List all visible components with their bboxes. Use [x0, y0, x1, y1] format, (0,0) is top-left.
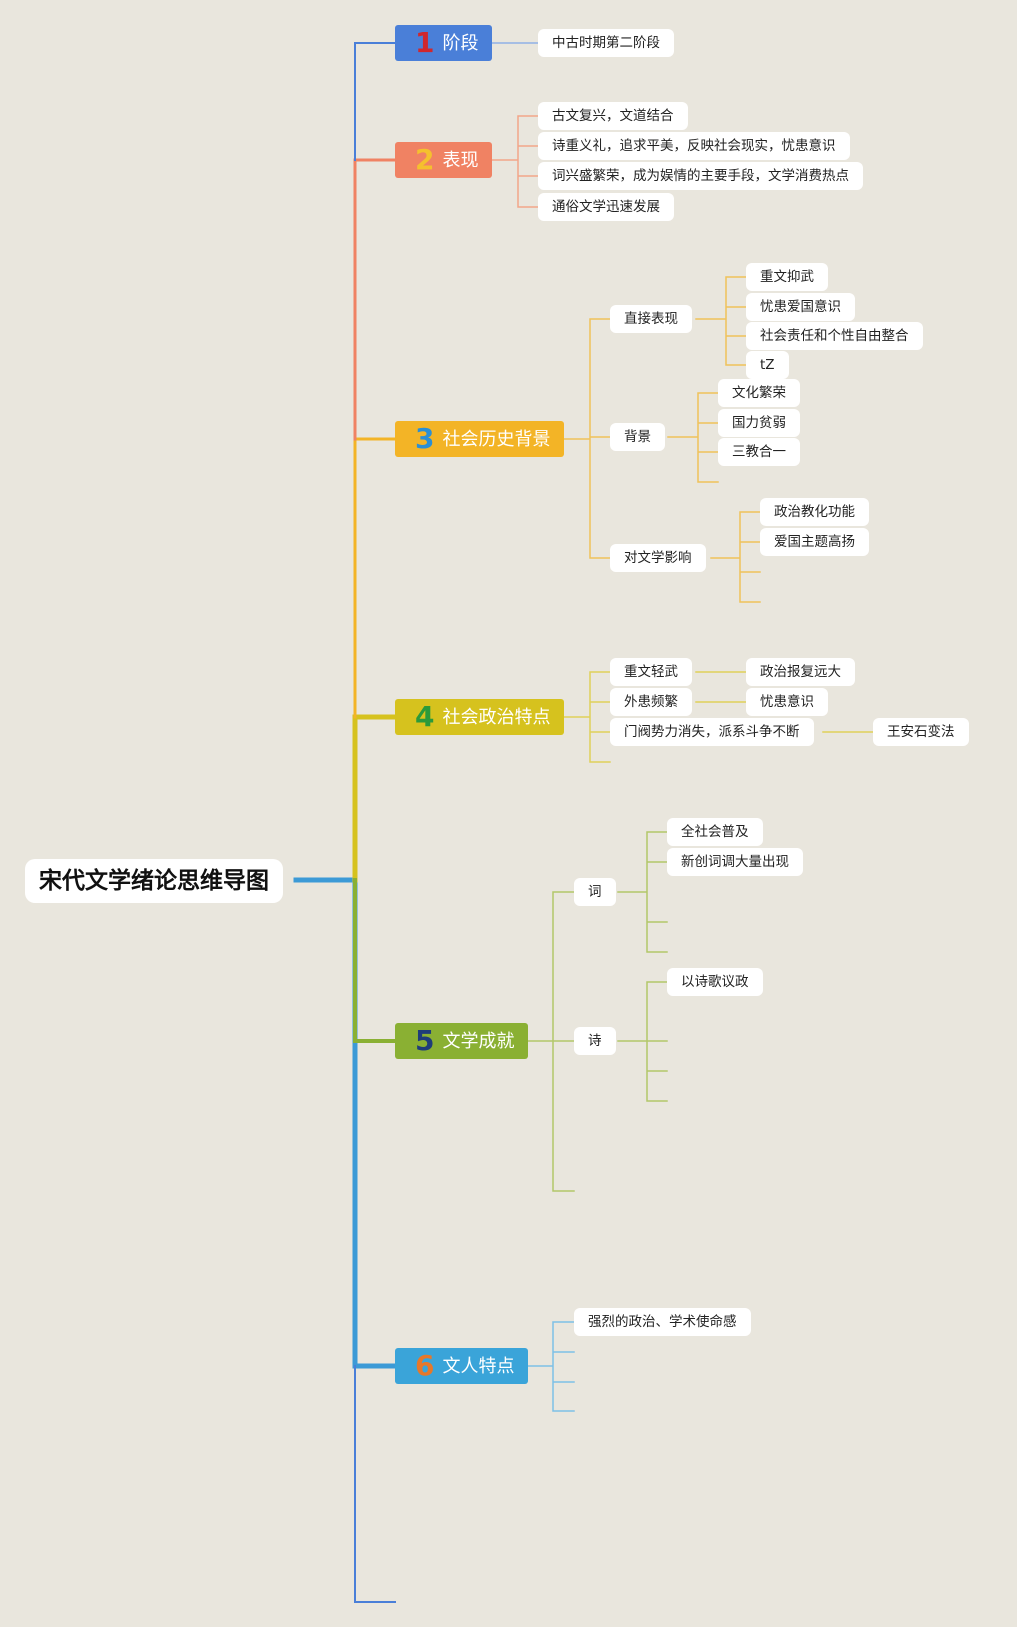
- branch-label: 文学成就: [442, 1031, 515, 1052]
- node-performance-1[interactable]: 古文复兴，文道结合: [538, 102, 688, 130]
- node-background-1[interactable]: 文化繁荣: [718, 379, 800, 407]
- node-direct-2[interactable]: 忧患爱国意识: [746, 293, 855, 321]
- node-performance-3[interactable]: 词兴盛繁荣，成为娱情的主要手段，文学消费热点: [538, 162, 863, 190]
- node-literary-influence[interactable]: 对文学影响: [610, 544, 706, 572]
- node-ci[interactable]: 词: [574, 878, 616, 906]
- node-political-2[interactable]: 外患频繁: [610, 688, 692, 716]
- branch-literati-features[interactable]: 6 文人特点: [395, 1348, 529, 1384]
- node-political-1[interactable]: 重文轻武: [610, 658, 692, 686]
- branch-label: 文人特点: [442, 1356, 515, 1377]
- branch-label: 阶段: [442, 33, 479, 54]
- branch-number: 6: [415, 1349, 435, 1382]
- node-ci-2[interactable]: 新创词调大量出现: [667, 848, 803, 876]
- node-stage[interactable]: 中古时期第二阶段: [538, 29, 674, 57]
- branch-number: 3: [415, 422, 435, 455]
- node-direct-4[interactable]: tZ: [746, 351, 789, 379]
- node-ci-1[interactable]: 全社会普及: [667, 818, 763, 846]
- node-shi-1[interactable]: 以诗歌议政: [667, 968, 763, 996]
- branch-social-political-features[interactable]: 4 社会政治特点: [395, 699, 565, 735]
- node-direct-1[interactable]: 重文抑武: [746, 263, 828, 291]
- branch-number: 4: [415, 700, 435, 733]
- node-direct-3[interactable]: 社会责任和个性自由整合: [746, 322, 923, 350]
- branch-number: 5: [415, 1024, 435, 1057]
- node-background[interactable]: 背景: [610, 423, 665, 451]
- root-topic[interactable]: 宋代文学绪论思维导图: [25, 859, 283, 903]
- node-political-sub-3[interactable]: 王安石变法: [873, 718, 969, 746]
- branch-social-history-background[interactable]: 3 社会历史背景: [395, 421, 565, 457]
- branch-stage[interactable]: 1 阶段: [395, 25, 493, 61]
- branch-label: 表现: [442, 150, 479, 171]
- node-influence-2[interactable]: 爱国主题高扬: [760, 528, 869, 556]
- branch-number: 1: [415, 26, 435, 59]
- node-background-3[interactable]: 三教合一: [718, 438, 800, 466]
- node-political-3[interactable]: 门阀势力消失，派系斗争不断: [610, 718, 814, 746]
- node-political-sub-2[interactable]: 忧患意识: [746, 688, 828, 716]
- node-performance-2[interactable]: 诗重义礼，追求平美，反映社会现实，忧患意识: [538, 132, 850, 160]
- node-direct-performance[interactable]: 直接表现: [610, 305, 692, 333]
- node-influence-1[interactable]: 政治教化功能: [760, 498, 869, 526]
- branch-number: 2: [415, 143, 435, 176]
- branch-performance[interactable]: 2 表现: [395, 142, 493, 178]
- node-performance-4[interactable]: 通俗文学迅速发展: [538, 193, 674, 221]
- node-shi[interactable]: 诗: [574, 1027, 616, 1055]
- node-background-2[interactable]: 国力贫弱: [718, 409, 800, 437]
- node-political-sub-1[interactable]: 政治报复远大: [746, 658, 855, 686]
- branch-label: 社会政治特点: [442, 707, 551, 728]
- branch-literary-achievements[interactable]: 5 文学成就: [395, 1023, 529, 1059]
- node-literati-1[interactable]: 强烈的政治、学术使命感: [574, 1308, 751, 1336]
- branch-label: 社会历史背景: [442, 429, 551, 450]
